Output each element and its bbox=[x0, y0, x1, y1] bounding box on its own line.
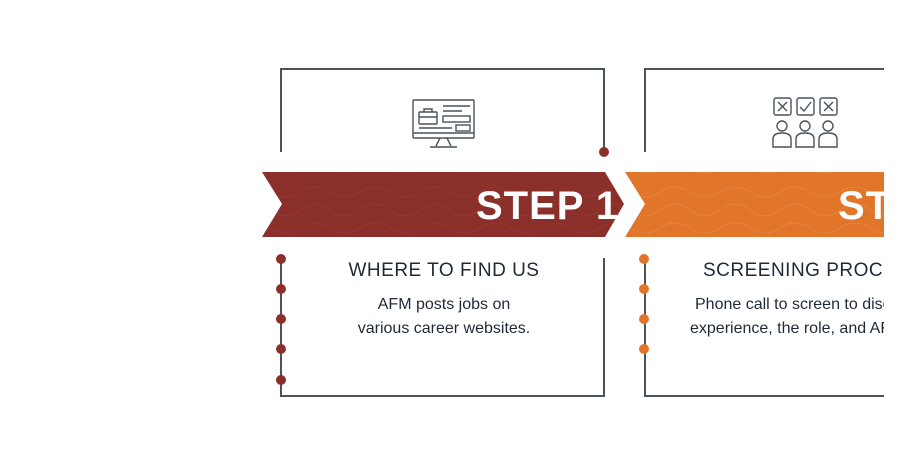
step2-ribbon bbox=[625, 172, 884, 237]
step1-title: WHERE TO FIND US bbox=[348, 260, 540, 281]
step1-desc-line2: various career websites. bbox=[357, 320, 531, 337]
candidate-selection-icon bbox=[772, 97, 838, 148]
step1-dot-column bbox=[276, 254, 286, 385]
computer-briefcase-icon bbox=[412, 99, 475, 148]
step1-label: STEP 1 bbox=[476, 184, 620, 228]
step2-desc-line2: experience, the role, and AFM. bbox=[690, 320, 884, 337]
step1-desc-line1: AFM posts jobs on bbox=[377, 296, 511, 313]
step2-label: STEP 2 bbox=[838, 184, 884, 228]
step1-connector-dot bbox=[599, 147, 609, 157]
step2-card bbox=[644, 68, 884, 397]
step2-desc-line1: Phone call to screen to discuss bbox=[695, 296, 884, 313]
step2-dot-column bbox=[639, 254, 649, 354]
step1-ribbon bbox=[262, 172, 624, 237]
step1-card bbox=[280, 68, 605, 397]
step2-title: SCREENING PROCESS bbox=[703, 260, 884, 281]
